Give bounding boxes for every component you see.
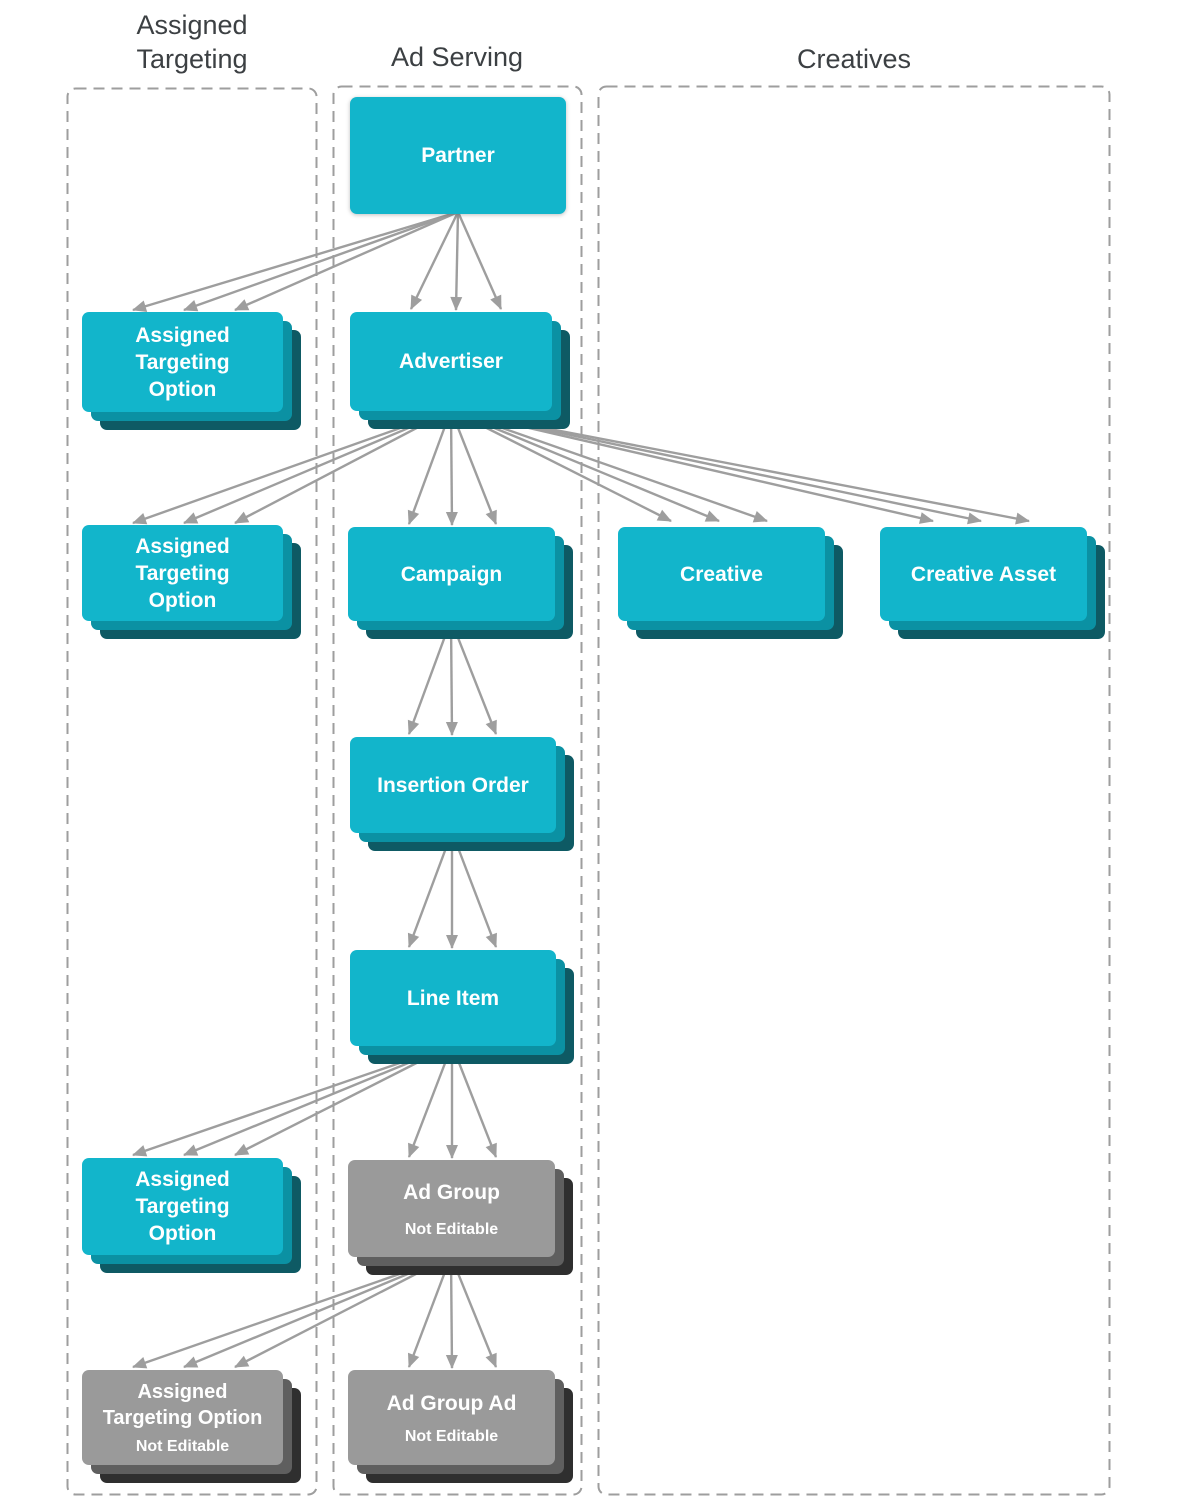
node-creative-label: Creative [680, 562, 763, 586]
node-line-item: Line Item [350, 950, 556, 1046]
edge-line-item-to-assigned-targeting-option [132, 1043, 453, 1157]
node-creative: Creative [618, 527, 825, 621]
column-border-ad-serving [332, 85, 583, 1496]
node-insertion-order: Insertion Order [350, 737, 556, 833]
edge-advertiser-to-creative [450, 408, 768, 523]
node-ad-group-ad-label: Ad Group Ad [386, 1391, 517, 1415]
node-assigned-targeting-option-advertiser: Assigned Targeting Option [82, 525, 283, 621]
node-ad-group-ad-sublabel: Not Editable [404, 1427, 499, 1445]
node-label: Assigned Targeting Option [102, 1381, 263, 1429]
edge-partner-to-assigned-targeting-option [132, 210, 459, 312]
node-advertiser: Advertiser [350, 312, 552, 411]
node-label: Assigned Targeting Option [135, 534, 230, 612]
node-assigned-targeting-option-line-item: Assigned Targeting Option [82, 1158, 283, 1255]
node-advertiser-label: Advertiser [399, 350, 503, 373]
node-partner: Partner [350, 97, 566, 214]
node-label: Assigned Targeting Option [135, 323, 230, 401]
column-title-creatives: Creatives [796, 44, 912, 74]
node-assigned-targeting-option-ad-group: Assigned Targeting Option Not Editable [82, 1370, 283, 1465]
node-ad-group: Ad Group Not Editable [348, 1160, 555, 1257]
node-label: Assigned Targeting Option [135, 1168, 230, 1245]
node-campaign-label: Campaign [400, 562, 503, 586]
node-ad-group-label: Ad Group [403, 1180, 500, 1204]
edge-campaign-to-insertion-order [407, 619, 498, 736]
edge-advertiser-to-creative-asset [450, 408, 1030, 525]
node-creative-asset-label: Creative Asset [910, 562, 1057, 586]
column-title-ad-serving: Ad Serving [390, 42, 524, 72]
edge-advertiser-to-campaign [407, 409, 498, 526]
edge-ad-group-to-ad-group-ad [407, 1255, 498, 1369]
edge-ad-group-to-assigned-targeting-option [132, 1254, 452, 1369]
column-border-assigned-targeting [66, 87, 318, 1496]
node-campaign: Campaign [348, 527, 555, 621]
edge-advertiser-to-assigned-targeting-option [132, 408, 452, 525]
node-partner-label: Partner [421, 144, 495, 167]
edge-insertion-order-to-line-item [407, 831, 498, 949]
node-sublabel: Not Editable [135, 1438, 230, 1455]
node-ad-group-sublabel: Not Editable [404, 1220, 499, 1238]
node-ad-group-ad: Ad Group Ad Not Editable [348, 1370, 555, 1465]
edge-line-item-to-ad-group [407, 1044, 498, 1159]
column-border-creatives [597, 85, 1111, 1496]
column-title-assigned-targeting: Assigned Targeting [136, 10, 248, 74]
edge-partner-to-advertiser [409, 211, 503, 311]
node-creative-asset: Creative Asset [880, 527, 1087, 621]
node-insertion-order-label: Insertion Order [377, 773, 529, 797]
node-assigned-targeting-option-partner: Assigned Targeting Option [82, 312, 283, 412]
node-line-item-label: Line Item [406, 986, 500, 1010]
